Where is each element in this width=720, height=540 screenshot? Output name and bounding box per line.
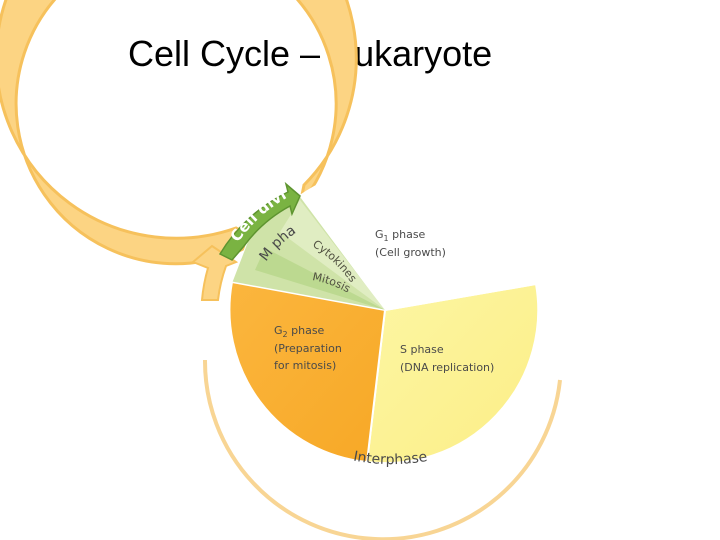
s-phase-description: (DNA replication) [400, 361, 494, 374]
mitosis-sector [255, 248, 385, 310]
g2-phase-description-line1: (Preparation [274, 342, 342, 355]
g2-phase-sector [228, 280, 387, 464]
cell-division-arrow-body [218, 181, 301, 261]
interphase-arrow-left [191, 244, 239, 301]
g2-phase-title: G2 phase [274, 324, 325, 339]
s-phase-title: S phase [400, 343, 444, 356]
cytokinesis-sector [280, 200, 385, 310]
s-phase-sector [365, 282, 540, 465]
g2-phase-description-line2: for mitosis) [274, 359, 336, 372]
interphase-ring [0, 0, 562, 540]
interphase-ring-band [0, 0, 358, 266]
interphase-ring-shadow [202, 359, 562, 540]
cell-division-label: Cell division [0, 0, 289, 245]
g1-phase-description: (Cell growth) [375, 246, 446, 259]
g1-phase-title: G1 phase [375, 228, 426, 243]
slide-title: Cell Cycle – Eukaryote [128, 33, 493, 74]
cell-division-arrow [218, 181, 301, 261]
